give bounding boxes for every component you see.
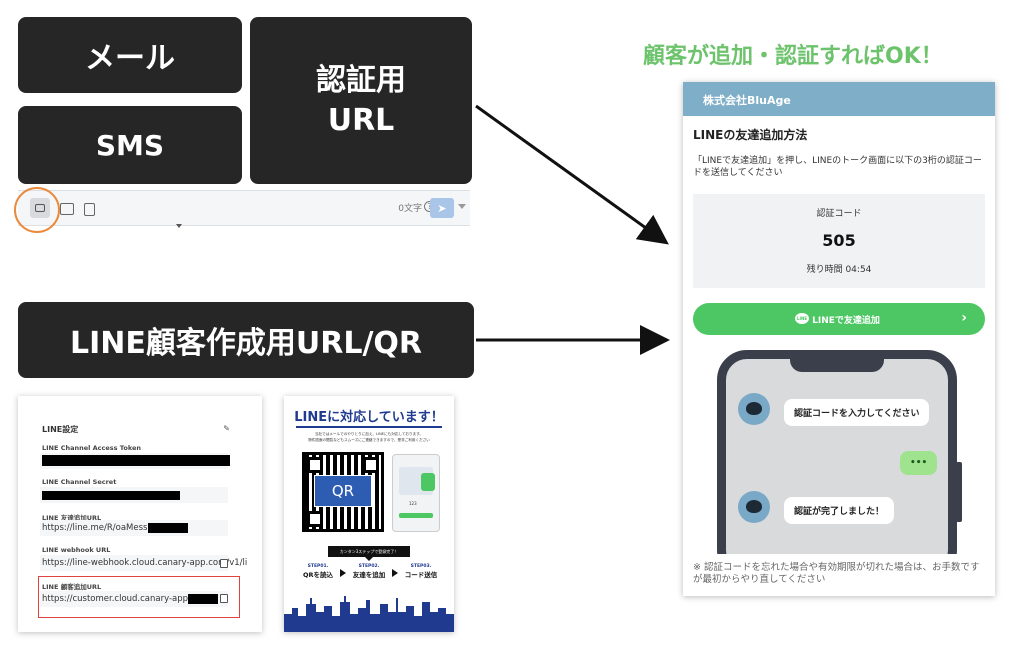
remaining-time: 残り時間 04:54: [806, 265, 872, 275]
bot-avatar-icon: [738, 491, 770, 523]
customer-url-field: [40, 591, 228, 607]
line-settings-card: LINE設定 ✎ LINE Channel Access Token LINE …: [18, 396, 262, 632]
poster-step-3-label: コード送信: [404, 571, 438, 579]
poster-desc-1: 当社ではメールでのやりとりに加え、LINEにも対応しております。: [314, 432, 424, 436]
chat-bubble-auth-complete: 認証が完了しました！: [784, 497, 895, 524]
composer-dropdown-icon: [176, 224, 182, 228]
phone-mock: 認証コードを入力してください ••• 認証が完了しました！: [717, 350, 957, 580]
chat-bubble-user-dots: •••: [900, 451, 938, 475]
panel-note: ※ 認証コードを忘れた場合や有効期限が切れた場合は、お手数ですが最初からやり直し…: [683, 554, 995, 596]
phone-side-button: [956, 462, 962, 522]
poster-step-3-num: STEP03.: [410, 564, 432, 569]
access-token-label: LINE Channel Access Token: [42, 444, 142, 452]
customer-url-redacted: [188, 594, 218, 604]
poster-ribbon-text: カンタン3ステップで登録完了！: [339, 549, 399, 554]
code-box: 認証コード 505 残り時間 04:54: [693, 194, 985, 288]
line-url-qr-box: LINE顧客作成用URL/QR: [18, 302, 474, 378]
line-auth-panel: 株式会社BluAge LINEの友達追加方法 「LINEで友達追加」を押し、LI…: [683, 82, 995, 596]
highlight-circle: [14, 187, 60, 233]
send-dropdown-icon[interactable]: [458, 204, 466, 209]
panel-note-text: ※ 認証コードを忘れた場合や有効期限が切れた場合は、お手数ですが最初からやり直し…: [693, 562, 980, 585]
poster-ribbon: カンタン3ステップで登録完了！: [328, 546, 410, 557]
code-label: 認証コード: [816, 209, 862, 219]
qr-overlay: QR: [314, 475, 372, 507]
code-value: 505: [822, 231, 856, 250]
panel-header: 株式会社BluAge: [683, 82, 995, 116]
poster-step-1-label: QRを読込: [302, 571, 334, 579]
secret-label: LINE Channel Secret: [42, 478, 117, 486]
auth-url-line1: 認証用: [316, 62, 406, 98]
company-name: 株式会社BluAge: [703, 94, 791, 107]
panel-title: LINEの友達追加方法: [693, 128, 808, 142]
mail-box: メール: [18, 17, 242, 93]
send-button[interactable]: ➤: [430, 198, 454, 218]
poster-step-2: STEP02. 友達を追加: [348, 564, 390, 579]
friend-url-redacted: [148, 523, 188, 533]
poster-mini-code: 123: [409, 501, 417, 506]
sms-label: SMS: [95, 128, 165, 162]
customer-url-highlight: [38, 576, 240, 618]
sms-box: SMS: [18, 106, 242, 184]
poster-ribbon-arrow: [365, 557, 373, 561]
clipboard-icon[interactable]: [84, 203, 95, 216]
phone-notch: [790, 350, 884, 372]
chevron-right-icon: ›: [961, 310, 967, 326]
poster-title: LINEに対応しています！: [294, 410, 444, 425]
line-url-qr-label: LINE顧客作成用URL/QR: [69, 326, 423, 361]
qr-code: QR: [302, 452, 384, 532]
mail-label: メール: [85, 41, 175, 76]
poster-desc-2: 物件図面の閲覧などもスムーズにご連絡できますので、是非ご利用ください: [308, 438, 430, 442]
customer-url-label: LINE 顧客追加URL: [42, 583, 102, 591]
poster-step-1-num: STEP01.: [307, 564, 329, 569]
city-skyline: [284, 596, 454, 632]
poster-phone-mock: 123: [392, 454, 440, 532]
line-settings-title: LINE設定: [42, 425, 79, 434]
calendar-icon[interactable]: [60, 203, 74, 215]
webhook-field: [40, 555, 228, 571]
line-poster: LINEに対応しています！ 当社ではメールでのやりとりに加え、LINEにも対応し…: [284, 396, 454, 632]
qr-corner-tr: [363, 457, 379, 473]
poster-step-3: STEP03. コード送信: [400, 564, 442, 579]
copy-webhook-icon[interactable]: [220, 559, 228, 568]
poster-step-2-num: STEP02.: [358, 564, 380, 569]
char-count: 0文字: [398, 204, 422, 214]
auth-url-box: 認証用 URL: [250, 17, 472, 184]
step-arrow-icon: [392, 569, 398, 577]
qr-overlay-text: QR: [331, 482, 355, 500]
line-add-friend-button[interactable]: LINE LINEで友達追加 ›: [693, 303, 985, 335]
line-logo-icon: LINE: [795, 313, 809, 324]
poster-step-2-label: 友達を追加: [352, 571, 386, 579]
auth-url-line2: URL: [327, 102, 395, 138]
bot-avatar-icon: [738, 393, 770, 425]
poster-steps: STEP01. QRを読込 STEP02. 友達を追加 STEP03. コード送…: [284, 564, 454, 586]
panel-description: 「LINEで友達追加」を押し、LINEのトーク画面に以下の3桁の認証コードを送信…: [693, 156, 982, 178]
poster-step-1: STEP01. QRを読込: [298, 564, 338, 579]
qr-corner-tl: [307, 457, 323, 473]
webhook-value: https://line-webhook.cloud.canary-app.co…: [42, 558, 248, 568]
arrow-auth-to-panel: [475, 104, 669, 245]
result-heading: 顧客が追加・認証すればOK！: [643, 44, 943, 69]
chat-bubble-code-request: 認証コードを入力してください: [784, 399, 930, 426]
message-composer-bar: 0文字 ? ➤: [18, 190, 470, 226]
line-add-friend-label: LINEで友達追加: [812, 315, 880, 326]
qr-corner-bl: [307, 511, 323, 527]
edit-icon[interactable]: ✎: [223, 424, 230, 433]
secret-redacted: [42, 491, 180, 500]
access-token-redacted: [42, 455, 230, 466]
step-arrow-icon: [340, 569, 346, 577]
customer-url-value: https://customer.cloud.canary-app.com: [42, 594, 209, 604]
friend-url-value: https://line.me/R/oaMessage/: [42, 523, 167, 533]
poster-title-underline: [296, 426, 442, 428]
friend-url-label: LINE 友達追加URL: [42, 514, 102, 522]
webhook-label: LINE webhook URL: [42, 546, 111, 554]
copy-customer-url-icon[interactable]: [220, 594, 228, 603]
